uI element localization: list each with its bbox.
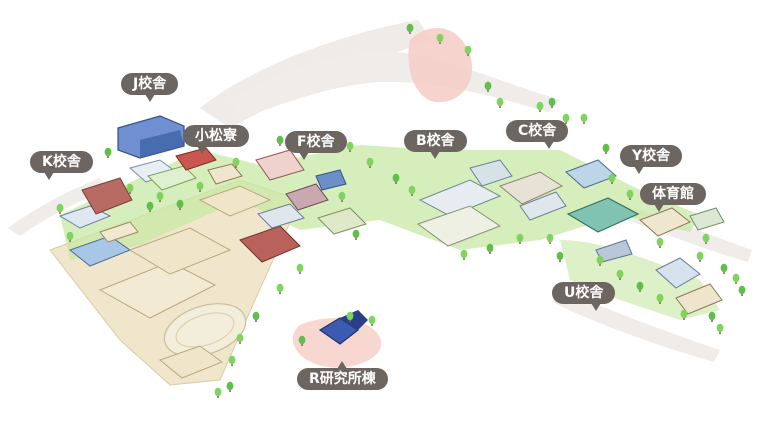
- label-u-campus[interactable]: U校舎: [552, 282, 616, 311]
- tree: [608, 173, 616, 184]
- tree: [516, 233, 524, 244]
- label-f-campus[interactable]: F校舎: [285, 131, 347, 160]
- tree: [176, 199, 184, 210]
- label-b-campus[interactable]: B校舎: [404, 130, 467, 159]
- tree: [536, 101, 544, 112]
- tree: [616, 269, 624, 280]
- tree: [252, 311, 260, 322]
- tree: [436, 33, 444, 44]
- tree: [226, 381, 234, 392]
- tree: [484, 81, 492, 92]
- tree: [464, 45, 472, 56]
- tree: [408, 185, 416, 196]
- tree: [738, 285, 746, 296]
- tree: [126, 183, 134, 194]
- tree: [352, 229, 360, 240]
- label-r-research[interactable]: R研究所棟: [297, 361, 388, 390]
- y-building-1: [565, 159, 617, 189]
- label-komatsu-dorm[interactable]: 小松寮: [183, 125, 249, 154]
- tree: [104, 147, 112, 158]
- c-building-1: [498, 171, 564, 205]
- tree: [236, 333, 244, 344]
- tree: [276, 135, 284, 146]
- label-c-campus[interactable]: C校舎: [506, 120, 569, 149]
- tree: [696, 251, 704, 262]
- tree: [636, 281, 644, 292]
- label-k-campus[interactable]: K校舎: [30, 151, 93, 180]
- tree: [562, 113, 570, 124]
- label-j-campus[interactable]: J校舎: [121, 73, 179, 102]
- f-building-1: [239, 225, 301, 263]
- tree: [708, 311, 716, 322]
- tree: [680, 309, 688, 320]
- tree: [196, 181, 204, 192]
- label-gymnasium[interactable]: 体育館: [640, 183, 706, 212]
- tree: [496, 97, 504, 108]
- tree: [656, 293, 664, 304]
- tree: [406, 23, 414, 34]
- tree: [276, 283, 284, 294]
- tree: [366, 157, 374, 168]
- tree: [546, 233, 554, 244]
- tree: [228, 355, 236, 366]
- sports-track: [163, 303, 247, 357]
- tree: [602, 143, 610, 154]
- b-building-1: [418, 179, 502, 217]
- tree: [56, 203, 64, 214]
- tree: [298, 335, 306, 346]
- tree: [596, 255, 604, 266]
- tree: [548, 97, 556, 108]
- tree: [66, 231, 74, 242]
- tree: [296, 263, 304, 274]
- tree: [156, 191, 164, 202]
- tree: [368, 315, 376, 326]
- tree: [656, 237, 664, 248]
- tree: [486, 243, 494, 254]
- tree: [392, 173, 400, 184]
- tree: [338, 191, 346, 202]
- u-building-1: [655, 257, 701, 289]
- tree: [732, 273, 740, 284]
- tree: [346, 311, 354, 322]
- tree: [460, 249, 468, 260]
- tree: [716, 323, 724, 334]
- pink-wash-top: [408, 28, 473, 103]
- walkway-sweep: [230, 52, 560, 119]
- tree: [556, 251, 564, 262]
- tree: [346, 141, 354, 152]
- tree: [232, 157, 240, 168]
- tree: [626, 189, 634, 200]
- tree: [214, 387, 222, 398]
- gymnasium-building: [566, 197, 640, 233]
- center-block-1: [98, 261, 217, 319]
- tree: [146, 201, 154, 212]
- tree: [580, 113, 588, 124]
- label-y-campus[interactable]: Y校舎: [620, 145, 683, 174]
- tree: [720, 263, 728, 274]
- pink-wash-r: [292, 318, 382, 368]
- tree: [702, 233, 710, 244]
